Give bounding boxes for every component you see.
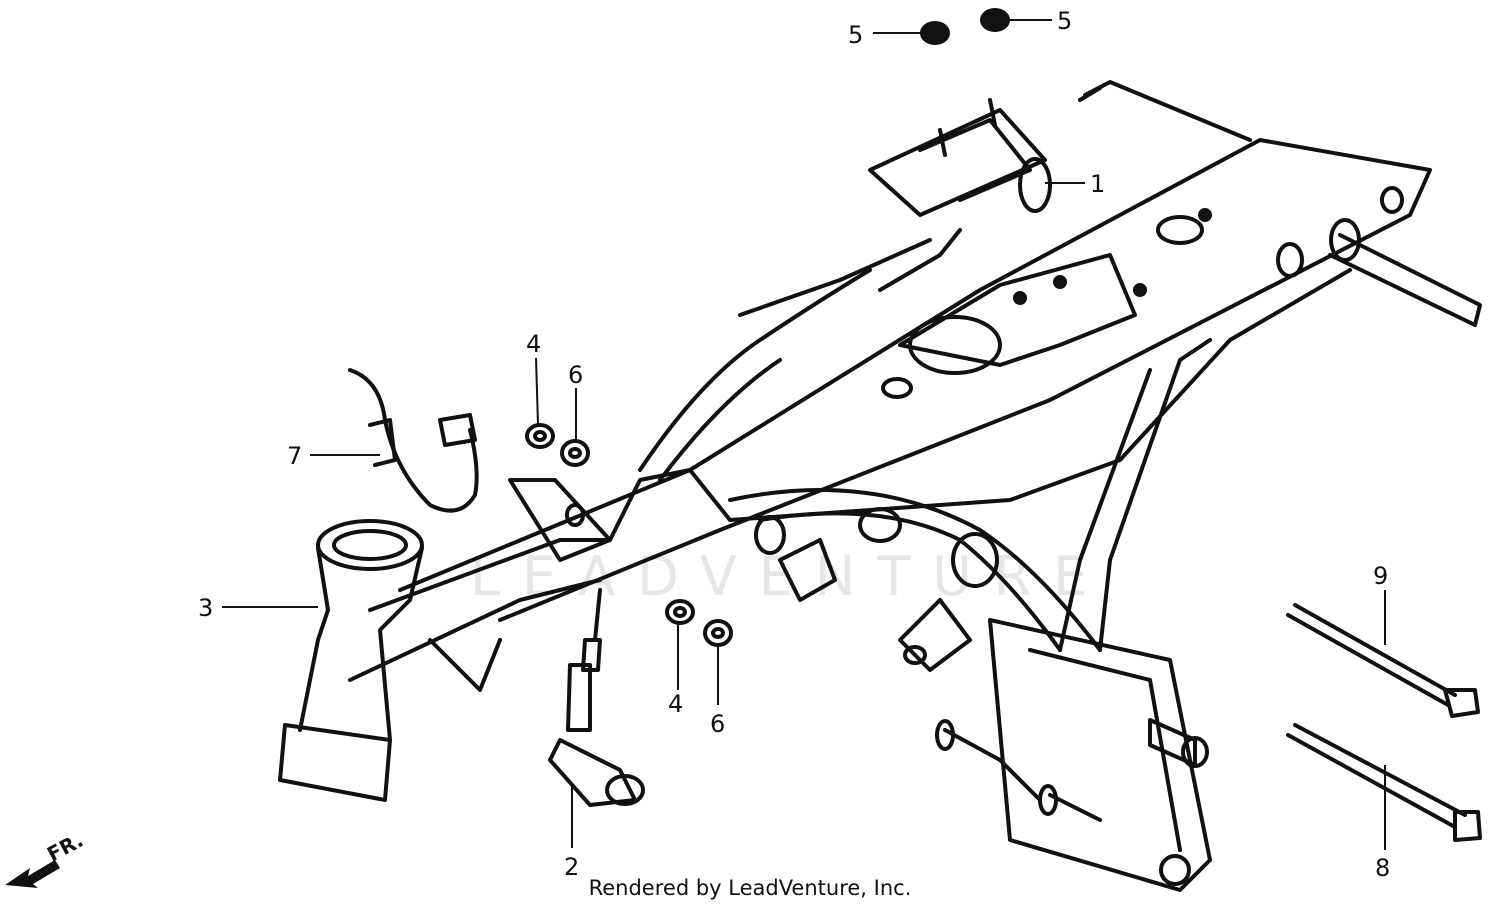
frame-main-beam bbox=[398, 138, 1432, 622]
nut-4-upper bbox=[525, 423, 555, 449]
nut-5-right bbox=[980, 8, 1010, 32]
front-direction-arrow-icon bbox=[5, 860, 60, 888]
callout-2-label: 2 bbox=[564, 853, 579, 881]
washer-6-upper bbox=[560, 439, 590, 467]
frame-gusset-plate bbox=[508, 478, 612, 562]
steering-head-tube bbox=[278, 468, 692, 802]
callout-6a-label: 6 bbox=[568, 361, 583, 389]
callout-6b-label: 6 bbox=[710, 710, 725, 738]
callout-3-label: 3 bbox=[198, 594, 213, 622]
callout-7-label: 7 bbox=[287, 442, 302, 470]
wire-band bbox=[348, 368, 479, 513]
callout-1-label: 1 bbox=[1090, 170, 1105, 198]
rear-lower-bracket bbox=[935, 618, 1212, 892]
rear-pivot-shaft bbox=[1078, 80, 1482, 327]
nut-5-left bbox=[920, 21, 950, 45]
nut-4-lower bbox=[665, 599, 695, 625]
front-direction-label: FR. bbox=[43, 828, 87, 867]
ignition-coil bbox=[738, 98, 1052, 317]
bolt-9 bbox=[1286, 603, 1480, 718]
callout-8-label: 8 bbox=[1375, 854, 1390, 882]
callout-5a-label: 5 bbox=[848, 21, 863, 49]
callout-4b-label: 4 bbox=[668, 690, 683, 718]
washer-6-lower bbox=[703, 619, 733, 647]
spark-plug-cap bbox=[548, 588, 645, 807]
leader-lines bbox=[222, 19, 1386, 850]
rendered-by-footer: Rendered by LeadVenture, Inc. bbox=[588, 876, 912, 900]
frame-down-tubes bbox=[638, 268, 1212, 672]
bolt-8 bbox=[1286, 723, 1482, 842]
callout-9-label: 9 bbox=[1373, 562, 1388, 590]
callout-4a-label: 4 bbox=[526, 330, 541, 358]
callout-5b-label: 5 bbox=[1057, 7, 1072, 35]
